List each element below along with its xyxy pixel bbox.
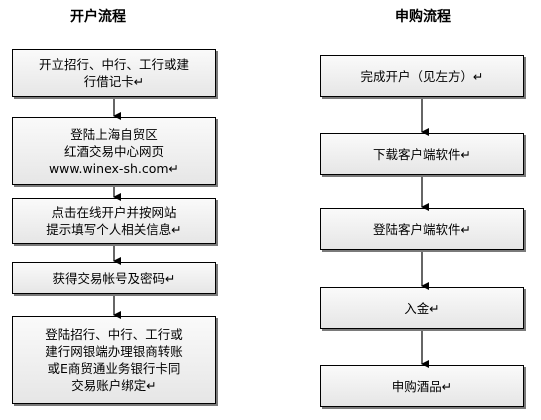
left-step-4-text: 获得交易帐号及密码↵: [53, 270, 176, 287]
step-text-line: 点击在线开户并按网站: [51, 205, 177, 220]
step-text-line: 入金↵: [404, 300, 440, 316]
right-step-2-text: 下载客户端软件↵: [373, 146, 471, 163]
right-step-2-box: 下载客户端软件↵: [320, 133, 524, 175]
left-step-5-box: 登陆招行、中行、工行或建行网银端办理银商转账或E商贸通业务银行卡同交易账户绑定↵: [12, 316, 216, 404]
right-step-4-box: 入金↵: [320, 287, 524, 329]
left-step-3-box: 点击在线开户并按网站提示填写个人相关信息↵: [12, 198, 216, 244]
left-flow-title: 开户流程: [70, 9, 126, 25]
step-text-line: 登陆招行、中行、工行或: [45, 327, 183, 342]
right-step-5-text: 申购酒品↵: [392, 378, 452, 395]
step-text-line: www.winex-sh.com↵: [48, 160, 180, 176]
left-step-5-text: 登陆招行、中行、工行或建行网银端办理银商转账或E商贸通业务银行卡同交易账户绑定↵: [45, 326, 183, 394]
step-text-line: 开立招行、中行、工行或建: [38, 57, 189, 72]
right-step-1-box: 完成开户（见左方）↵: [320, 55, 524, 97]
step-text-line: 申购酒品↵: [391, 378, 453, 394]
left-step-4-box: 获得交易帐号及密码↵: [12, 262, 216, 294]
step-text-line: 建行网银端办理银商转账: [45, 344, 183, 359]
step-text-line: 获得交易帐号及密码↵: [52, 270, 176, 286]
left-step-1-text: 开立招行、中行、工行或建行借记卡↵: [39, 56, 189, 90]
step-text-line: 或E商贸通业务银行卡同: [47, 361, 181, 376]
step-text-line: 提示填写个人相关信息↵: [46, 222, 182, 237]
right-flow-title: 申购流程: [395, 9, 451, 25]
step-text-line: 行借记卡↵: [83, 74, 145, 89]
right-step-3-box: 登陆客户端软件↵: [320, 208, 524, 250]
step-text-line: 下载客户端软件↵: [373, 146, 471, 162]
step-text-line: 完成开户（见左方）↵: [360, 68, 484, 84]
step-text-line: 红酒交易中心网页: [63, 143, 164, 159]
right-step-1-text: 完成开户（见左方）↵: [361, 68, 484, 85]
step-text-line: 登陆上海自贸区: [70, 126, 158, 142]
right-step-4-text: 入金↵: [404, 300, 439, 317]
right-step-3-text: 登陆客户端软件↵: [373, 221, 471, 238]
step-text-line: 登陆客户端软件↵: [373, 221, 471, 237]
step-text-line: 交易账户绑定↵: [71, 378, 157, 393]
right-step-5-box: 申购酒品↵: [320, 365, 524, 407]
left-step-3-text: 点击在线开户并按网站提示填写个人相关信息↵: [46, 204, 181, 238]
left-step-1-box: 开立招行、中行、工行或建行借记卡↵: [12, 49, 216, 97]
